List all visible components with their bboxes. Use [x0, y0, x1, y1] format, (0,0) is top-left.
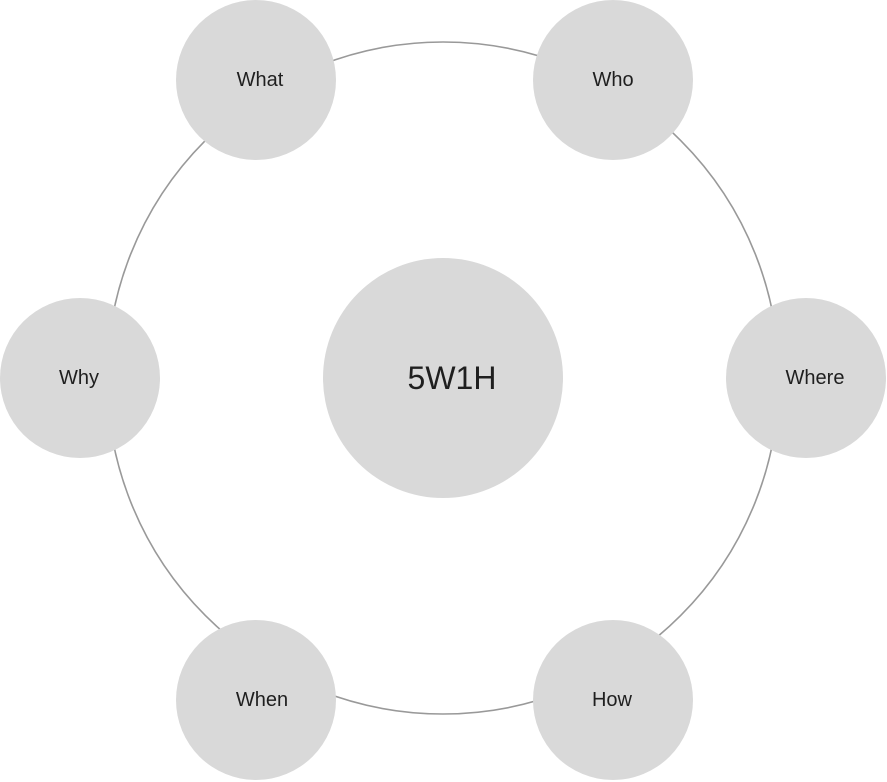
node-when-circle [176, 620, 336, 780]
node-when: When [176, 620, 336, 780]
node-what-label: What [237, 69, 284, 91]
node-how-label: How [592, 689, 633, 711]
node-how: How [533, 620, 693, 780]
node-what: What [176, 0, 336, 160]
center-node-circle [323, 258, 563, 498]
node-who: Who [533, 0, 693, 160]
node-where: Where [726, 298, 886, 458]
node-how-circle [533, 620, 693, 780]
node-who-label: Who [592, 69, 633, 91]
node-where-circle [726, 298, 886, 458]
node-what-circle [176, 0, 336, 160]
node-why-circle [0, 298, 160, 458]
center-node-label: 5W1H [408, 360, 497, 396]
node-why: Why [0, 298, 160, 458]
node-who-circle [533, 0, 693, 160]
node-when-label: When [236, 689, 288, 711]
center-node: 5W1H [323, 258, 563, 498]
node-why-label: Why [59, 367, 99, 389]
node-where-label: Where [786, 367, 845, 389]
